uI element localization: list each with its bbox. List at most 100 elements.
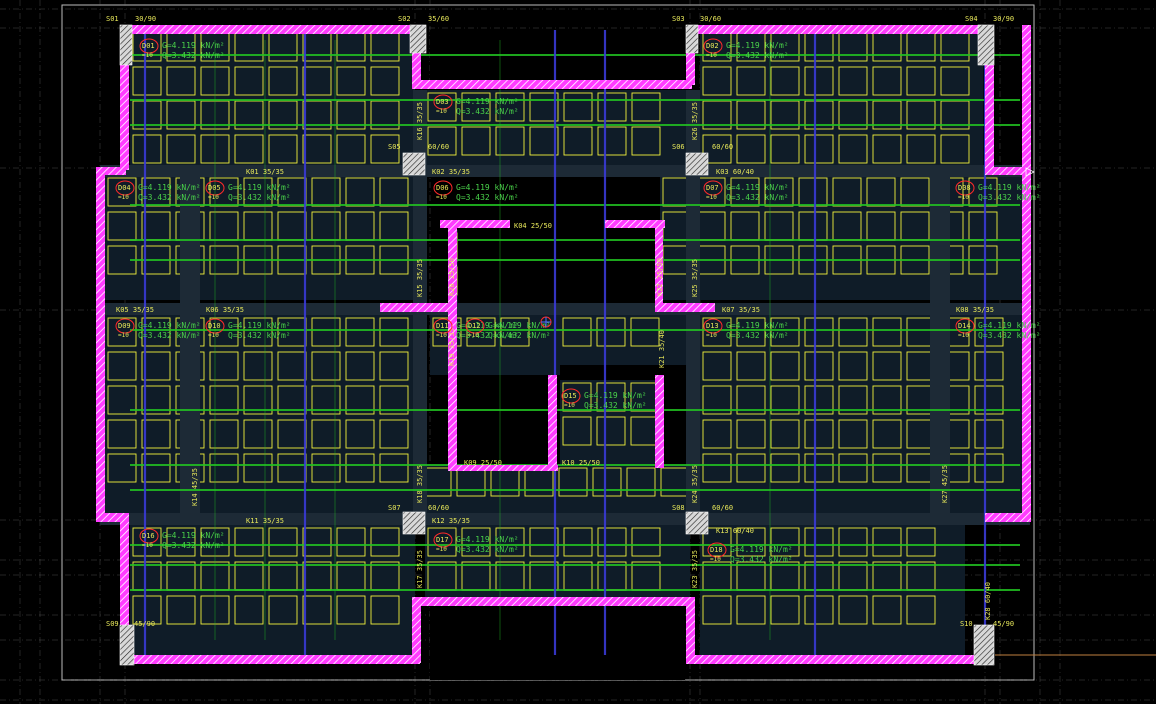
slab-id-d07: D07 [706,184,719,192]
col-s06[interactable] [685,152,709,176]
slab-marker-d11 [433,318,453,334]
mesh-cell [379,351,409,381]
beam-label-k27: K27 45/35 [941,465,949,503]
wall-hatched [412,597,694,606]
beam-label-k10: K10 25/50 [562,459,600,467]
slab-thickness: =10 [142,542,153,549]
col-s10[interactable] [973,624,995,666]
mesh-cell [495,126,525,156]
mesh-cell [302,134,332,164]
wall-hatched [120,513,129,663]
slab-marker-d07 [703,180,723,196]
slab-marker-d03 [433,94,453,110]
mesh-cell [838,134,868,164]
col-s05[interactable] [402,152,426,176]
mesh-cell [107,351,137,381]
mesh-cell [838,527,868,557]
mesh-cell [872,385,902,415]
mesh-cell [336,527,366,557]
mesh-cell [107,419,137,449]
slab-load-g: G=4.119 kN/m² [162,41,225,50]
mesh-cell [345,385,375,415]
col-s07[interactable] [402,511,426,535]
wall-hatched [120,25,129,170]
wall-hatched [686,655,986,664]
beam-label-k09: K09 25/50 [464,459,502,467]
slab-id-d04: D04 [118,184,131,192]
mesh-cell [804,595,834,625]
mesh-cell [770,66,800,96]
slab-load-q: Q=3.432 kN/m² [228,331,291,340]
mesh-cell [872,351,902,381]
col-s02[interactable] [409,24,427,54]
slab-load-q: Q=3.432 kN/m² [488,331,551,340]
col-s04-label: S04 [965,15,978,23]
slab-thickness: =10 [436,108,447,115]
beam-label-k13: K13 60/40 [716,527,754,535]
mesh-cell [562,317,592,347]
mesh-cell [872,453,902,483]
col-s09[interactable] [119,624,135,666]
mesh-cell [132,595,162,625]
mesh-cell [166,595,196,625]
beam-label-k26: K26 35/35 [691,102,699,140]
mesh-cell [838,385,868,415]
mesh-cell [370,595,400,625]
slab-layer [105,30,1025,680]
mesh-cell [631,527,661,557]
col-s03[interactable] [685,24,699,54]
mesh-cell [268,527,298,557]
mesh-cell [597,92,627,122]
mesh-cell [166,134,196,164]
mesh-cell [311,385,341,415]
mesh-cell [529,527,559,557]
col-s01[interactable] [119,24,133,66]
slab-load-q: Q=3.432 kN/m² [162,541,225,550]
wall-hatched [412,25,421,85]
mesh-cell [940,66,970,96]
slab-load-g: G=4.119 kN/m² [726,183,789,192]
mesh-cell [311,419,341,449]
rebar-layer [130,30,1020,655]
slab-id-d13: D13 [706,322,719,330]
col-s08[interactable] [685,511,709,535]
mesh-cell [209,385,239,415]
col-s07-dimension: 60/60 [428,504,449,512]
mesh-cell [132,66,162,96]
slab-thickness: =10 [436,194,447,201]
slab-load-g: G=4.119 kN/m² [488,321,551,330]
slab-area [700,30,983,165]
mesh-cell [702,453,732,483]
col-s04[interactable] [977,24,995,66]
mesh-cell [872,527,902,557]
beam-label-k16: K16 35/35 [416,102,424,140]
mesh-cell [974,385,1004,415]
mesh-cell [804,419,834,449]
mesh-cell [702,317,732,347]
slab-thickness: =10 [118,332,129,339]
col-s04-dimension: 30/90 [993,15,1014,23]
mesh-cell [736,351,766,381]
mesh-cell [345,317,375,347]
beam-label-k22: K22 25/50 [656,258,664,296]
slab-load-q: Q=3.432 kN/m² [162,51,225,60]
mesh-cell [302,595,332,625]
slab-load-q: Q=3.432 kN/m² [730,555,793,564]
slab-load-g: G=4.119 kN/m² [138,183,201,192]
beam-label-k04: K04 25/50 [514,222,552,230]
mesh-cell [107,177,137,207]
mesh-cell [345,453,375,483]
slab-thickness: =10 [706,194,717,201]
mesh-cell [736,453,766,483]
mesh-cell [838,66,868,96]
mesh-cell [558,467,588,497]
mesh-cell [562,416,592,446]
mesh-cell [563,527,593,557]
mesh-cell [736,385,766,415]
slab-load-q: Q=3.432 kN/m² [726,331,789,340]
col-s01-label: S01 [106,15,119,23]
slab-thickness: =10 [208,194,219,201]
slab-load-g: G=4.119 kN/m² [726,321,789,330]
